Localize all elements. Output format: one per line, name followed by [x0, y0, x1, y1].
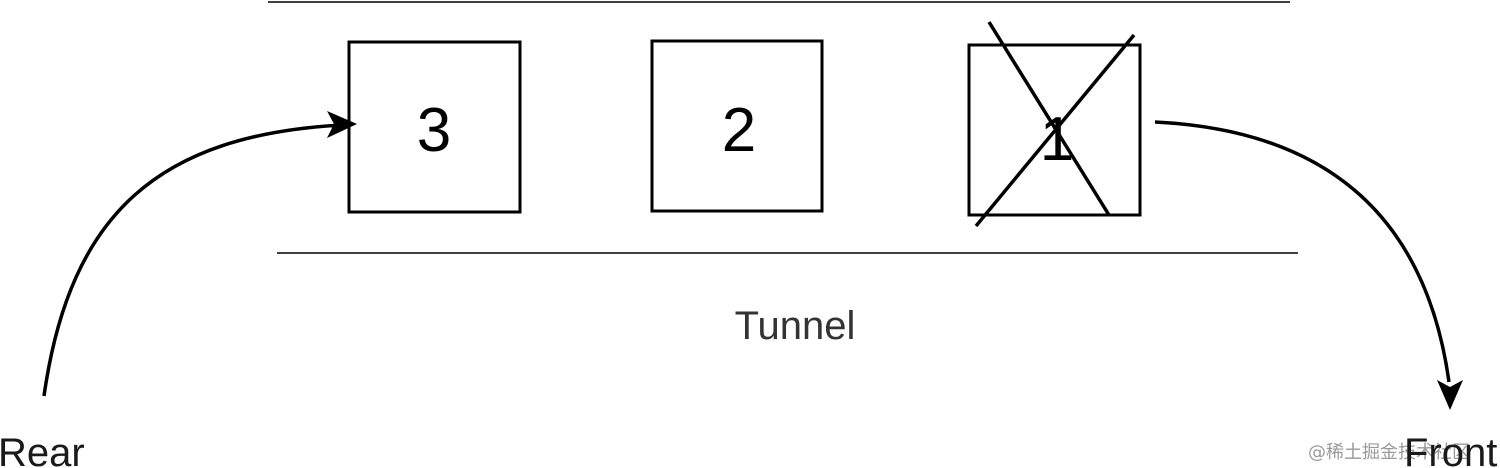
queue-item-1: 1 [967, 21, 1142, 228]
cross-out-line [974, 33, 1136, 228]
rear-label: Rear [0, 431, 85, 468]
queue-item-label: 2 [722, 96, 756, 165]
tunnel-label: Tunnel [735, 304, 856, 348]
enqueue-arrow [42, 123, 343, 397]
dequeue-arrow [1154, 120, 1451, 383]
queue-item-3: 3 [347, 40, 522, 214]
enqueue-arrowhead [327, 111, 357, 138]
front-label: Front [1404, 431, 1497, 468]
queue-item-2: 2 [650, 39, 824, 213]
cross-out-line [987, 21, 1111, 216]
dequeue-arrowhead [1437, 380, 1463, 410]
watermark: @稀土掘金技术社区 [1308, 442, 1470, 463]
queue-item-label: 3 [417, 96, 451, 165]
